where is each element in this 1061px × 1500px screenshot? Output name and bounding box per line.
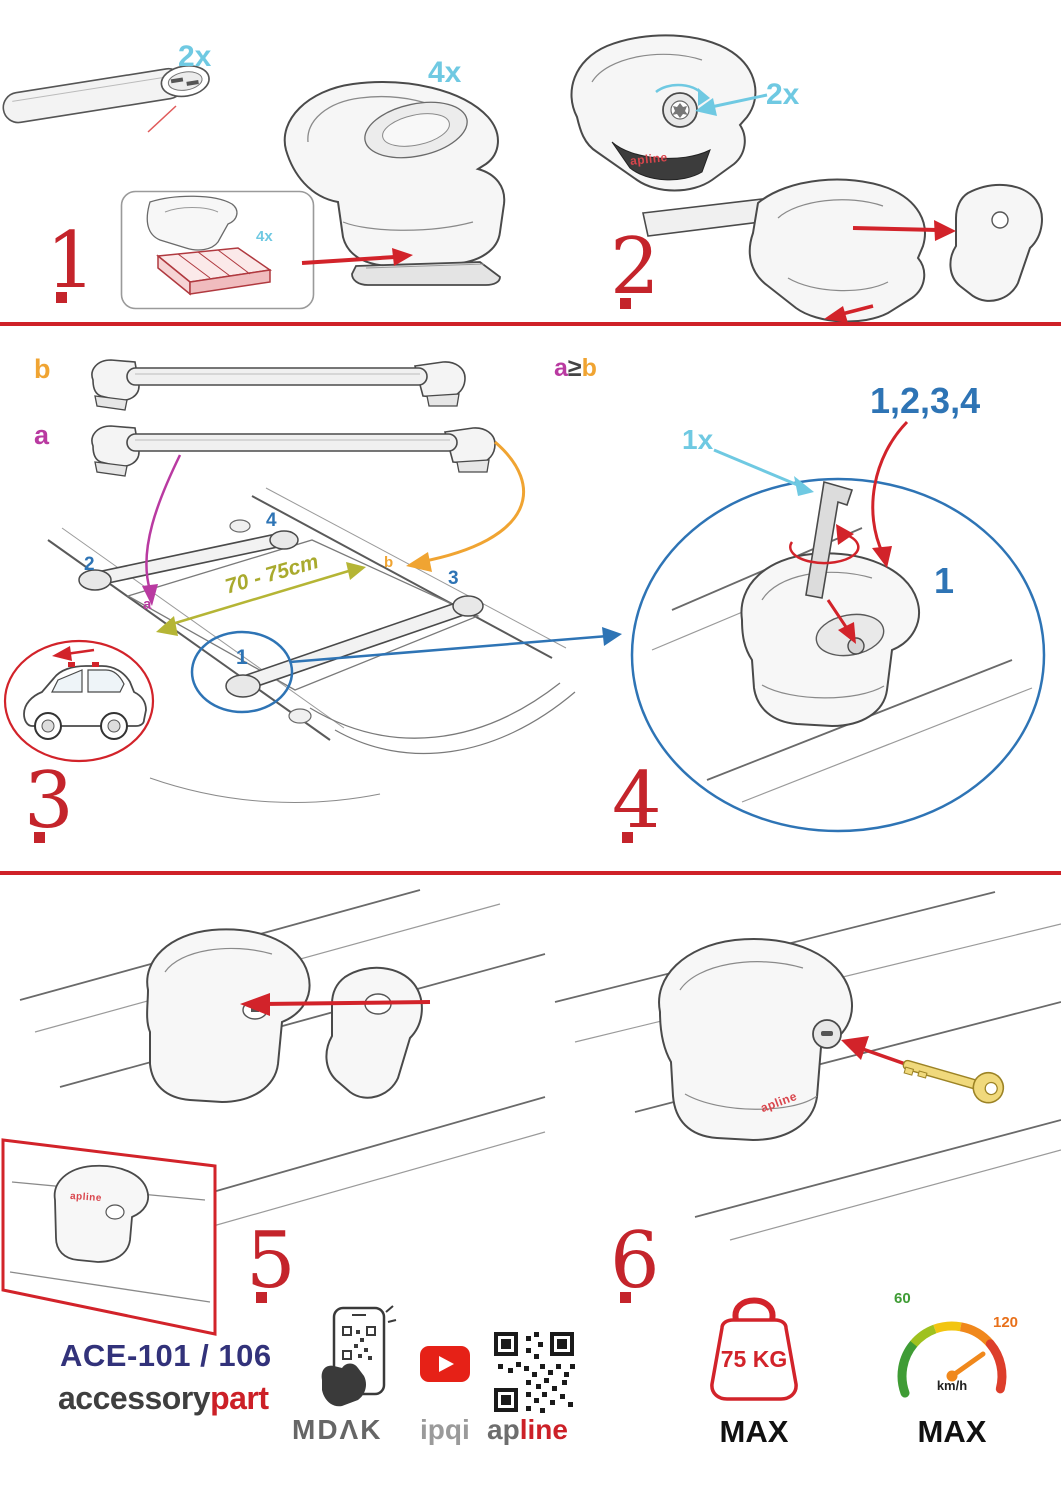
mounted-foot <box>146 928 311 1104</box>
pad-quantity: 4x <box>256 228 273 245</box>
step-2-marker <box>620 298 631 309</box>
section-divider-1 <box>0 322 1061 326</box>
foot-clamp-illustration <box>283 81 506 286</box>
speed-120-label: 120 <box>993 1314 1019 1331</box>
crossbar-body <box>2 65 210 124</box>
product-brand-print: apline <box>69 1190 103 1205</box>
size-rule: a≥b <box>554 354 597 383</box>
foot-underside <box>146 195 238 251</box>
model-number: ACE-101 / 106 <box>60 1338 272 1373</box>
step-5-marker <box>256 1292 267 1303</box>
cyan-arrow-screw <box>695 93 768 116</box>
inset-foot <box>53 1164 149 1263</box>
step-3-marker <box>34 832 45 843</box>
first-position: 1 <box>934 560 955 601</box>
apline-logo-line: line <box>519 1414 568 1445</box>
rule-operator: ≥ <box>567 354 582 382</box>
pointer-line <box>147 105 177 133</box>
step-1-number: 1 <box>46 216 96 306</box>
zoom-detail-illustration <box>630 477 1046 833</box>
position-2: 2 <box>84 554 95 575</box>
roof-panel <box>126 539 480 691</box>
mdak-logo: MDΛK <box>292 1414 383 1445</box>
red-rotation-arrow <box>789 532 860 565</box>
rule-a: a <box>554 354 568 382</box>
key <box>902 1059 1005 1104</box>
step-6-number: 6 <box>610 1216 660 1306</box>
step-1-marker <box>56 292 67 303</box>
detached-cover <box>949 183 1043 302</box>
red-arrow-pad-to-foot <box>301 248 413 266</box>
qr-code-icon <box>490 1328 578 1416</box>
ipqi-logo: ipqi <box>420 1414 470 1445</box>
bar-a-label: a <box>34 420 50 450</box>
position-4: 4 <box>266 510 277 531</box>
position-3: 3 <box>448 568 459 589</box>
roof-a-label: a <box>143 596 152 613</box>
clamp-bolt <box>847 637 865 655</box>
red-arrow-cover <box>261 1000 431 1006</box>
max-load-label: MAX <box>719 1414 789 1449</box>
allen-key <box>805 480 854 599</box>
youtube-icon <box>420 1346 470 1382</box>
crossbar-quantity: 2x <box>178 40 212 73</box>
apline-logo: apline <box>487 1414 568 1446</box>
dimension-arrow <box>156 562 366 636</box>
speed-unit-label: km/h <box>936 1378 968 1393</box>
foot-dark-insert <box>611 141 711 181</box>
car-side-view-inset <box>3 639 155 763</box>
crossbar-b-illustration <box>91 359 466 411</box>
red-arrow-to-bolt <box>826 599 850 631</box>
apline-logo-ap: ap <box>487 1414 520 1445</box>
blue-connector-line <box>289 634 609 664</box>
red-sequence-arrow <box>871 420 909 568</box>
speed-max-label: MAX <box>917 1414 987 1449</box>
step-6-marker <box>620 1292 631 1303</box>
foot-base-pad <box>351 261 501 286</box>
foot-quantity: 4x <box>428 56 462 89</box>
position-1: 1 <box>236 646 248 669</box>
speedometer-needle <box>949 1351 986 1379</box>
orange-arrow-b <box>406 440 526 572</box>
tightening-sequence: 1,2,3,4 <box>870 380 981 421</box>
blue-focus-circle <box>190 630 294 714</box>
lock-cover <box>325 966 423 1099</box>
step-3-number: 3 <box>24 756 74 846</box>
cyan-arrow-key <box>713 448 814 496</box>
crossbar-illustration <box>2 65 210 133</box>
foot-assembly-illustration <box>642 178 1043 323</box>
front-crossbar <box>225 595 484 698</box>
rule-b: b <box>581 354 597 382</box>
speed-60-label: 60 <box>894 1290 911 1307</box>
rubber-pad <box>156 247 272 296</box>
section-divider-2 <box>0 871 1061 875</box>
brand-logo-part: part <box>210 1380 269 1416</box>
hand-shape <box>321 1363 366 1407</box>
rear-crossbar <box>78 530 299 591</box>
screw-quantity: 2x <box>766 78 800 111</box>
step-2-number: 2 <box>610 222 660 312</box>
max-load-value: 75 KG <box>720 1346 788 1372</box>
step-4-marker <box>622 832 633 843</box>
bar-b-label: b <box>34 354 51 384</box>
roof-top-view-illustration <box>47 440 622 803</box>
foot-screw-illustration <box>570 34 757 192</box>
max-load-icon <box>710 1297 798 1401</box>
speedometer-icon <box>897 1321 1007 1398</box>
roof-b-label: b <box>384 554 394 571</box>
key-lock-illustration <box>554 891 1061 1241</box>
brand-logo: accessorypart <box>58 1380 269 1417</box>
step-4-number: 4 <box>612 756 662 846</box>
red-arrow-assemble <box>852 226 939 232</box>
windshield-line <box>309 682 561 739</box>
magenta-arrow-a <box>142 454 182 606</box>
step-5-number: 5 <box>246 1216 296 1306</box>
right-roof-rail <box>251 495 553 659</box>
rubber-pad-inset <box>120 190 315 310</box>
crossbar-a-illustration <box>91 425 496 477</box>
key-quantity: 1x <box>682 424 714 455</box>
phone-qr-icon <box>321 1305 397 1407</box>
cover-installation-illustration <box>1 889 546 1336</box>
brand-logo-accessory: accessory <box>58 1380 211 1416</box>
